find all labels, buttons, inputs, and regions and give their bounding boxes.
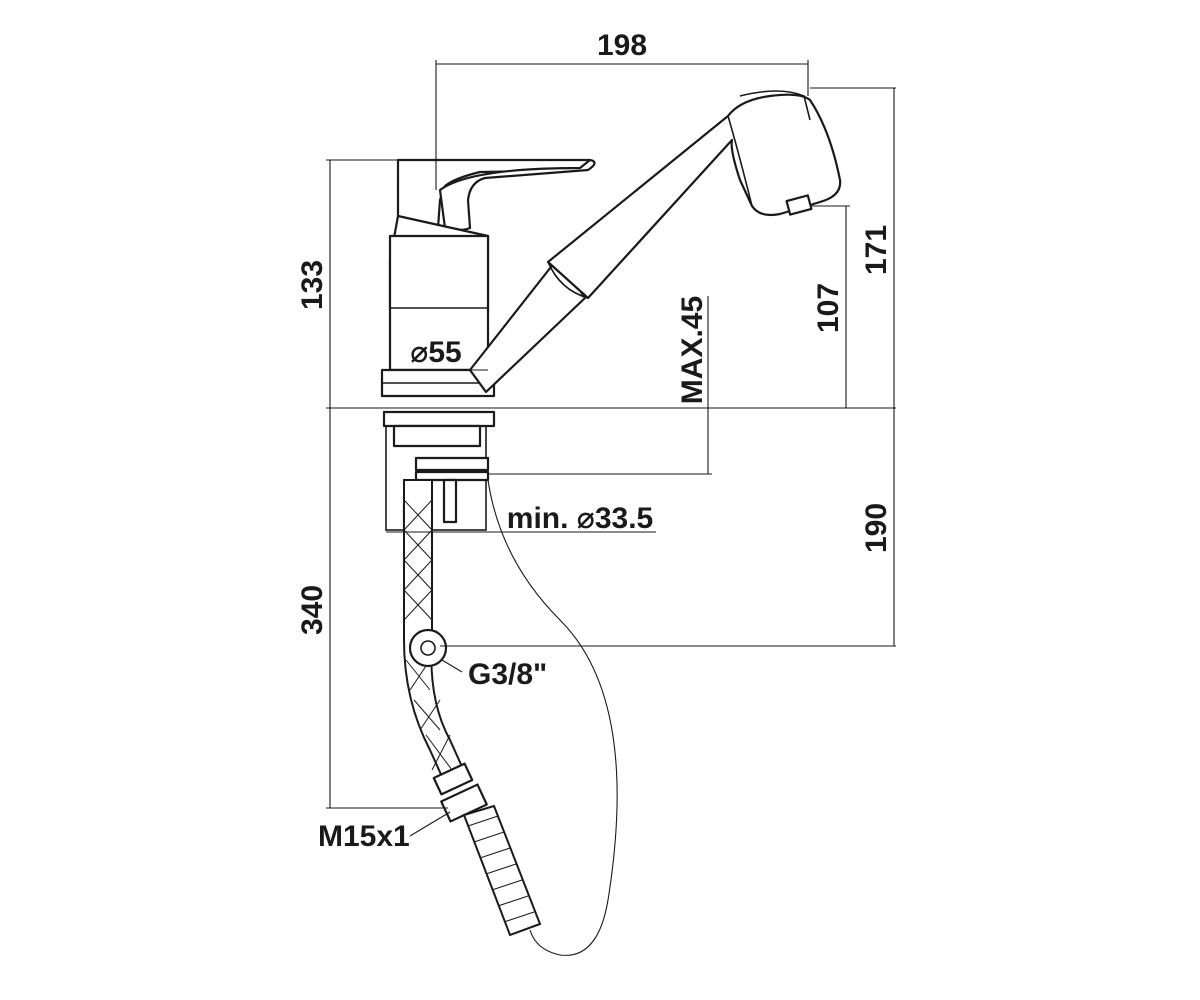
hole-diameter-label: min. ⌀33.5 (507, 502, 653, 535)
fixing-washer (414, 456, 490, 472)
spray-head (546, 93, 842, 300)
faucet-body (380, 90, 842, 398)
inlet-connector (408, 628, 448, 668)
spray-nozzle (785, 194, 813, 216)
fixing-plate (414, 470, 490, 482)
spout-top-label: 171 (860, 225, 893, 275)
hose-length-label: 340 (296, 585, 329, 635)
g38-leader (441, 659, 463, 673)
deck-washer (382, 410, 496, 428)
hose-nut-upper (432, 762, 474, 796)
connection-height-label: 190 (860, 503, 893, 553)
braid-pattern (403, 499, 453, 771)
hose-corrugation (467, 815, 535, 923)
base-diameter-label: ⌀55 (410, 336, 461, 369)
under-deck-fittings (382, 410, 496, 531)
outlet-label: 107 (812, 283, 845, 333)
corrugated-spray-hose (462, 804, 542, 937)
spout-joint-ring (547, 261, 589, 299)
lever-height-label: 133 (296, 260, 329, 310)
spray-head-rim (739, 90, 811, 121)
width-label: 198 (597, 29, 647, 62)
spray-head-seam (727, 115, 753, 207)
fixing-rod (442, 478, 458, 524)
lever-grip (438, 158, 596, 232)
m15-leader (409, 811, 451, 837)
mounting-nut (392, 424, 482, 448)
dimension-labels: 198 133 171 107 MAX.45 ⌀55 min. ⌀33.5 19… (296, 29, 893, 853)
flexible-hoses (403, 479, 618, 956)
spout-arm (468, 256, 587, 394)
dimension-lines (326, 60, 896, 837)
hose-thread-label: M15x1 (318, 820, 410, 853)
pull-out-hose-loop (487, 479, 618, 956)
deck-thickness-label: MAX.45 (676, 296, 709, 404)
inlet-connector-bore (420, 640, 436, 656)
inlet-thread-label: G3/8" (468, 658, 547, 691)
